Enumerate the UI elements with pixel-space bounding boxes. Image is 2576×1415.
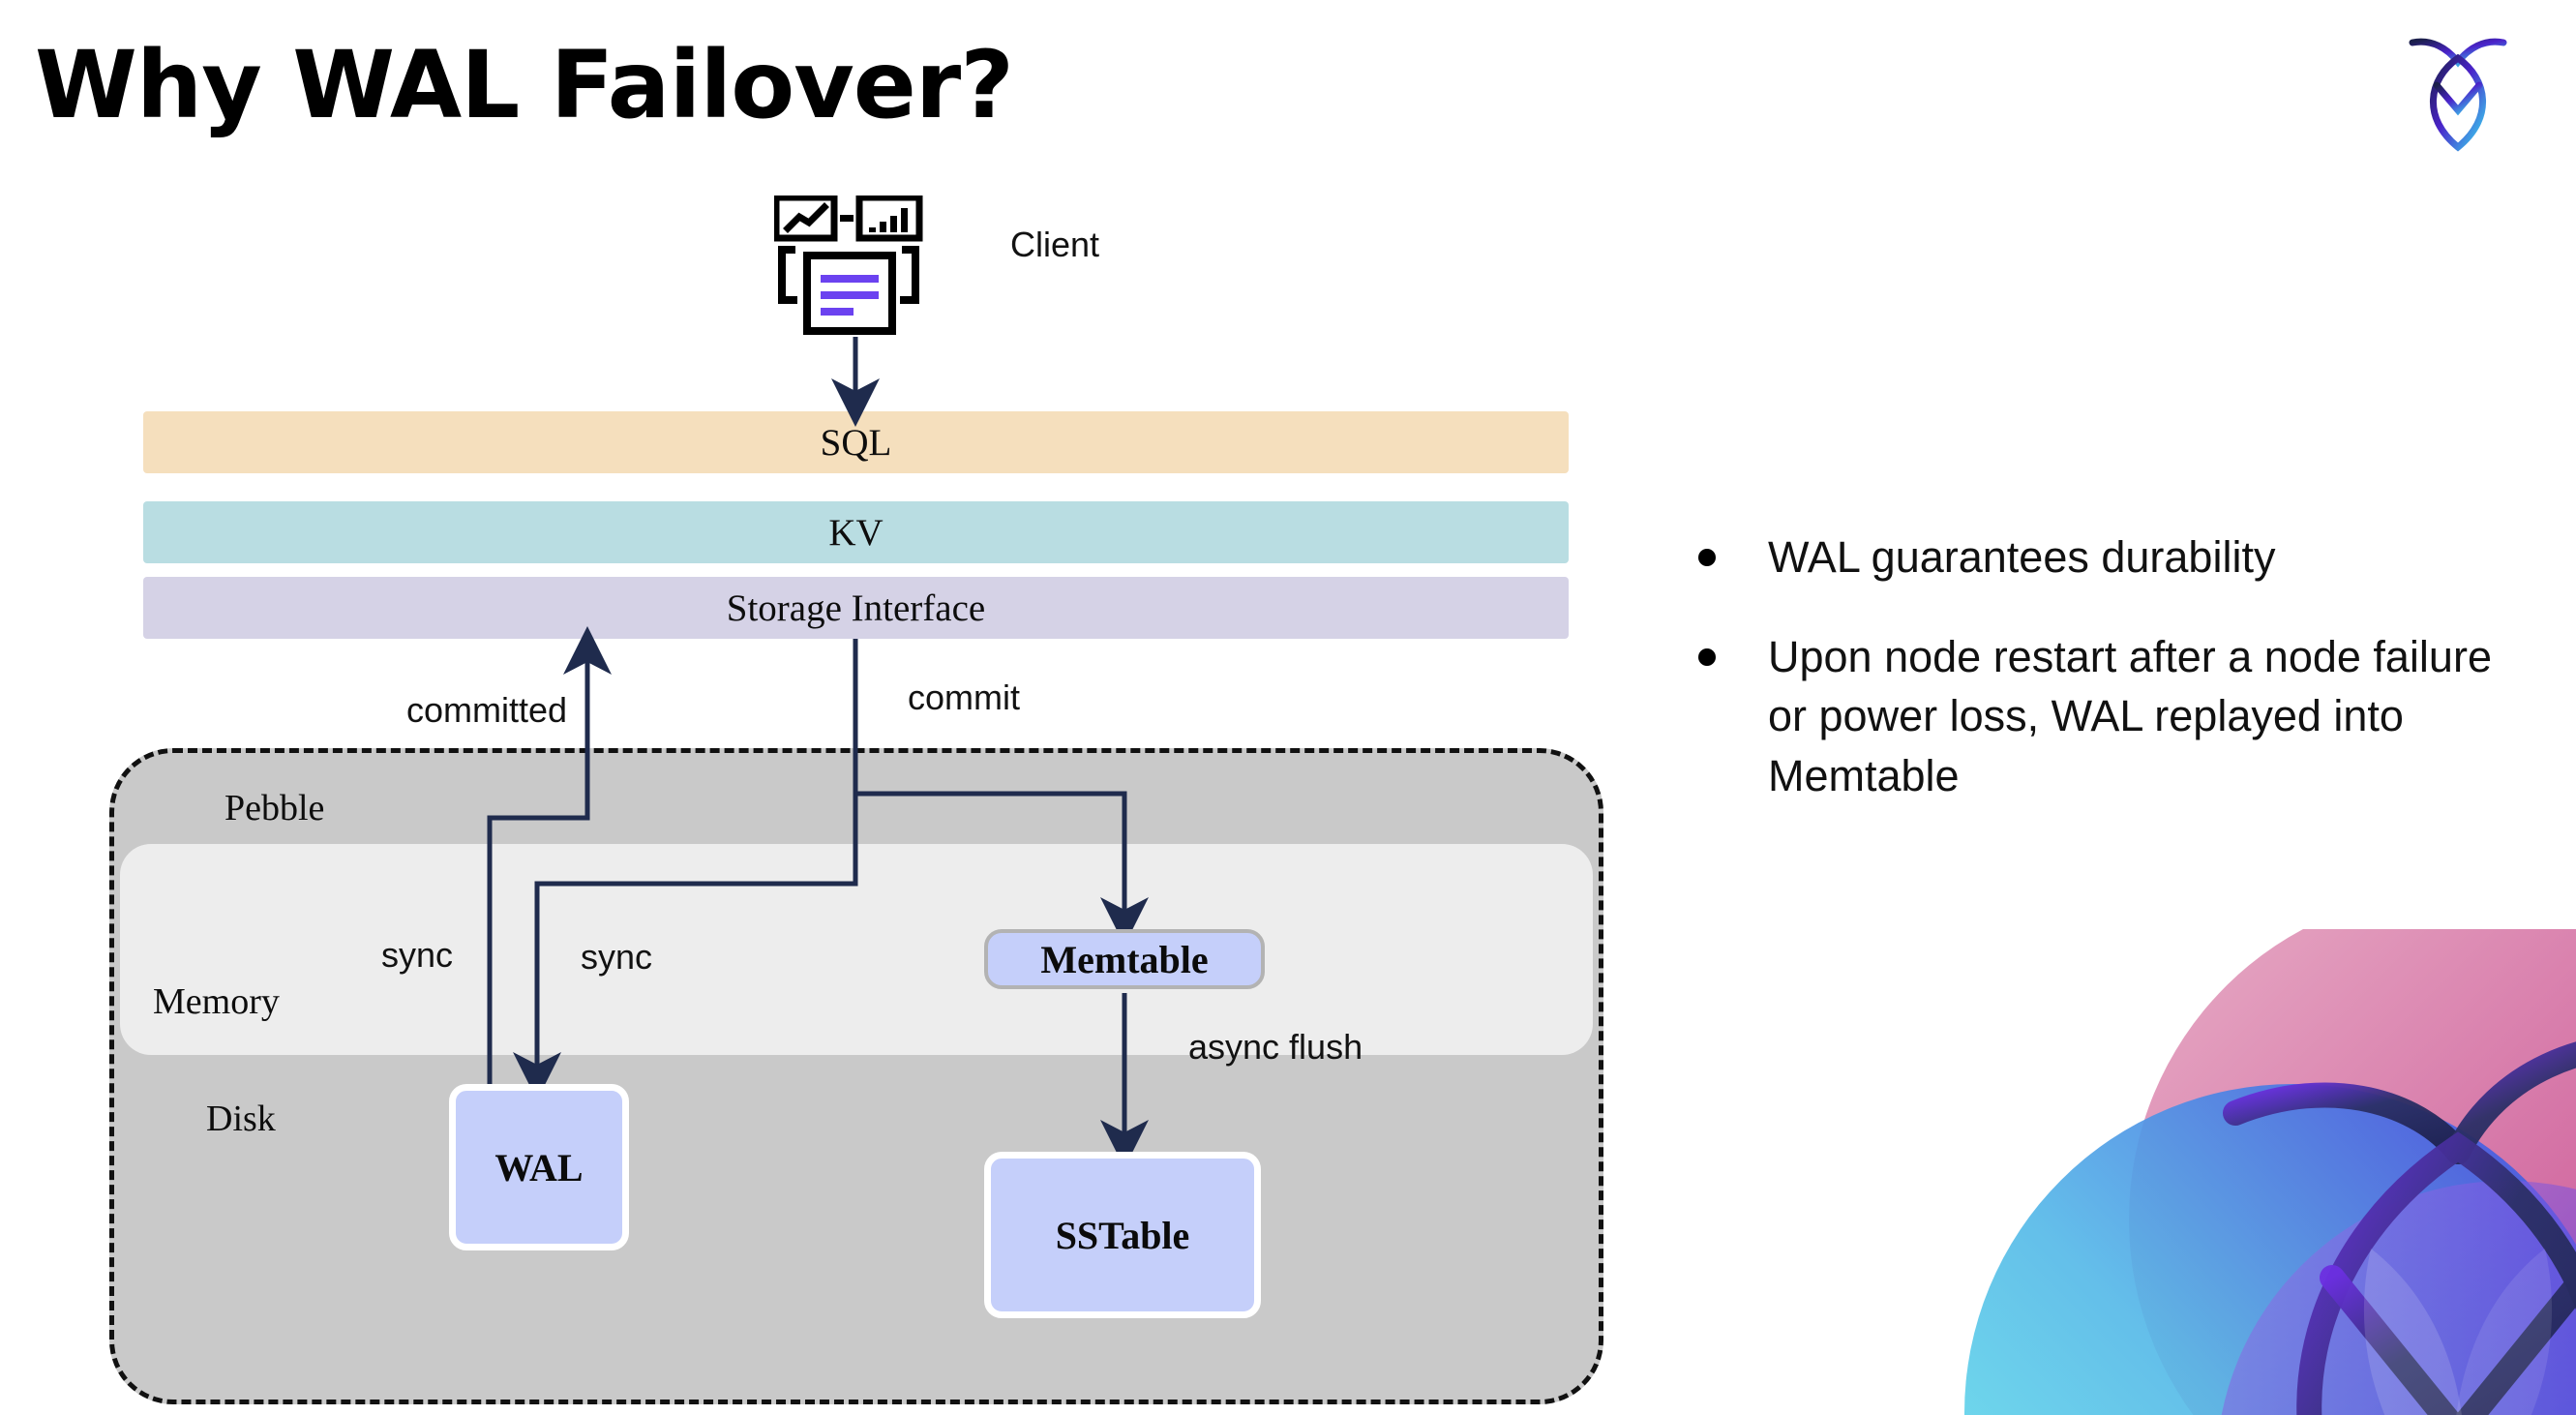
layer-bar-storage-interface: Storage Interface (143, 577, 1569, 639)
memory-label: Memory (153, 981, 280, 1022)
node-memtable: Memtable (984, 929, 1265, 989)
diagram-connectors (487, 337, 1149, 1168)
layer-label-sql: SQL (820, 421, 892, 464)
node-sstable: SSTable (984, 1152, 1261, 1318)
bullet-dot-icon (1698, 648, 1716, 667)
bullet-dot-icon (1698, 549, 1716, 566)
node-label-sstable: SSTable (1055, 1213, 1190, 1257)
bullet-list: WAL guarantees durability Upon node rest… (1698, 527, 2531, 846)
edge-label-sync-right: sync (581, 937, 653, 977)
layer-label-storage-interface: Storage Interface (726, 587, 986, 629)
list-item: WAL guarantees durability (1698, 527, 2531, 587)
architecture-diagram: Client SQL KV Storage Interface Pebble M… (109, 196, 1603, 1404)
edge-label-commit: commit (908, 677, 1020, 717)
node-wal: WAL (449, 1084, 629, 1250)
disk-label: Disk (206, 1099, 276, 1139)
gradient-circles-artwork (1964, 929, 2576, 1415)
layer-label-kv: KV (828, 511, 884, 554)
edge-label-async-flush: async flush (1188, 1027, 1363, 1067)
edge-label-sync-left: sync (381, 935, 454, 975)
edge-label-committed: committed (406, 690, 568, 730)
pebble-label: Pebble (225, 788, 325, 828)
client-label: Client (1010, 225, 1100, 264)
node-label-wal: WAL (494, 1145, 584, 1189)
node-label-memtable: Memtable (1040, 937, 1209, 981)
client-monitoring-icon (774, 196, 923, 335)
layer-bar-sql: SQL (143, 411, 1569, 473)
cockroachdb-logo (2409, 38, 2507, 152)
list-item: Upon node restart after a node failure o… (1698, 627, 2531, 805)
bullet-text: Upon node restart after a node failure o… (1768, 632, 2492, 800)
layer-bar-kv: KV (143, 501, 1569, 563)
bullet-text: WAL guarantees durability (1768, 532, 2276, 582)
page-title: Why WAL Failover? (35, 31, 1014, 139)
